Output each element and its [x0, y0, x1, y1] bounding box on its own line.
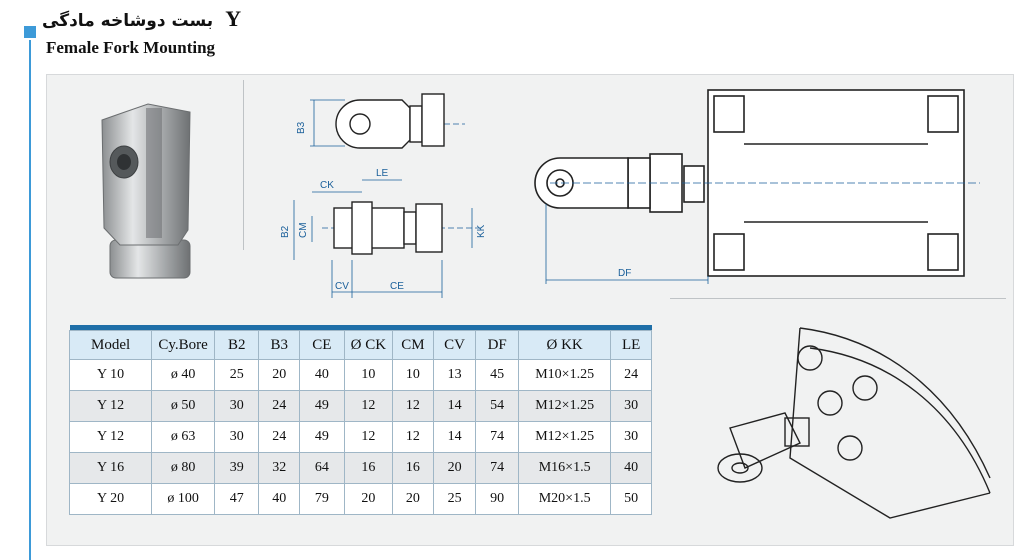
cell-bore: ø 50 — [151, 390, 215, 422]
cell-bore: ø 63 — [151, 421, 215, 453]
table-header-row: Model Cy.Bore B2 B3 CE Ø CK CM CV DF Ø K… — [68, 330, 652, 360]
cell-df: 54 — [475, 390, 519, 422]
cell-cv: 14 — [432, 390, 477, 422]
cell-ck: 12 — [343, 421, 394, 453]
col-header-b2: B2 — [213, 330, 260, 360]
cell-cv: 14 — [432, 421, 477, 453]
cell-b2: 30 — [213, 421, 260, 453]
title-persian: بست دوشاخه مادگی — [42, 11, 214, 31]
cell-b2: 25 — [213, 359, 260, 391]
cell-b3: 40 — [258, 483, 301, 515]
col-header-df: DF — [475, 330, 519, 360]
table-row: Y 16 ø 80 39 32 64 16 16 20 74 M16×1.5 4… — [68, 452, 652, 484]
dim-label-b2: B2 — [280, 225, 291, 238]
table-header-bar — [69, 325, 652, 331]
dim-label-df: DF — [618, 268, 631, 279]
col-header-bore: Cy.Bore — [151, 330, 215, 360]
cell-le: 50 — [610, 483, 652, 515]
cell-b2: 30 — [213, 390, 260, 422]
cell-b3: 20 — [258, 359, 301, 391]
drawing-cylinder-assembly: DF — [534, 89, 980, 284]
cell-df: 74 — [475, 452, 519, 484]
cell-ck: 16 — [343, 452, 394, 484]
cell-ce: 49 — [299, 421, 345, 453]
page-subtitle: Female Fork Mounting — [46, 38, 216, 57]
cell-b2: 39 — [213, 452, 260, 484]
col-header-le: LE — [610, 330, 652, 360]
cell-cm: 12 — [392, 421, 434, 453]
cell-le: 40 — [610, 452, 652, 484]
col-header-kk: Ø KK — [517, 330, 612, 360]
cell-cm: 12 — [392, 390, 434, 422]
cell-cv: 25 — [432, 483, 477, 515]
cell-kk: M10×1.25 — [517, 359, 612, 391]
cell-b3: 24 — [258, 390, 301, 422]
cell-df: 90 — [475, 483, 519, 515]
dim-label-ce: CE — [390, 281, 404, 292]
cell-ce: 40 — [299, 359, 345, 391]
isometric-sketch — [717, 327, 991, 519]
cell-le: 30 — [610, 421, 652, 453]
cell-model: Y 20 — [68, 483, 153, 515]
cell-le: 24 — [610, 359, 652, 391]
table-row: Y 12 ø 63 30 24 49 12 12 14 74 M12×1.25 … — [68, 421, 652, 453]
dim-label-le: LE — [376, 168, 389, 179]
cell-model: Y 12 — [68, 390, 153, 422]
panel-divider-horizontal — [670, 298, 1006, 299]
cell-le: 30 — [610, 390, 652, 422]
col-header-cm: CM — [392, 330, 434, 360]
col-header-ck: Ø CK — [343, 330, 394, 360]
cell-ck: 12 — [343, 390, 394, 422]
dim-label-cv: CV — [335, 281, 349, 292]
product-photo — [101, 103, 191, 279]
cell-kk: M12×1.25 — [517, 421, 612, 453]
cell-ck: 20 — [343, 483, 394, 515]
col-header-ce: CE — [299, 330, 345, 360]
cell-b3: 32 — [258, 452, 301, 484]
cell-model: Y 12 — [68, 421, 153, 453]
cell-ce: 64 — [299, 452, 345, 484]
cell-ce: 79 — [299, 483, 345, 515]
cell-model: Y 10 — [68, 359, 153, 391]
cell-kk: M20×1.5 — [517, 483, 612, 515]
dim-label-b3: B3 — [296, 121, 307, 134]
accent-square — [24, 26, 36, 38]
cell-ce: 49 — [299, 390, 345, 422]
model-code: Y — [225, 6, 242, 31]
col-header-cv: CV — [432, 330, 477, 360]
cell-kk: M16×1.5 — [517, 452, 612, 484]
table-row: Y 20 ø 100 47 40 79 20 20 25 90 M20×1.5 … — [68, 483, 652, 515]
dim-label-kk: KK — [476, 224, 487, 238]
accent-line — [29, 40, 31, 560]
dim-label-cm: CM — [298, 222, 309, 238]
cell-bore: ø 100 — [151, 483, 215, 515]
cell-bore: ø 40 — [151, 359, 215, 391]
panel-divider-vertical — [243, 80, 244, 250]
col-header-model: Model — [68, 330, 153, 360]
cell-kk: M12×1.25 — [517, 390, 612, 422]
spec-table: Model Cy.Bore B2 B3 CE Ø CK CM CV DF Ø K… — [68, 325, 652, 515]
dim-label-ck: CK — [320, 180, 334, 191]
title-row: بست دوشاخه مادگی Y — [42, 6, 241, 32]
cell-df: 45 — [475, 359, 519, 391]
cell-cm: 10 — [392, 359, 434, 391]
col-header-b3: B3 — [258, 330, 301, 360]
cell-bore: ø 80 — [151, 452, 215, 484]
cell-model: Y 16 — [68, 452, 153, 484]
cell-df: 74 — [475, 421, 519, 453]
cell-cm: 16 — [392, 452, 434, 484]
table-row: Y 10 ø 40 25 20 40 10 10 13 45 M10×1.25 … — [68, 359, 652, 391]
drawing-top-view: B3 — [296, 93, 465, 149]
cell-b2: 47 — [213, 483, 260, 515]
cell-cm: 20 — [392, 483, 434, 515]
drawing-side-view: CK LE B2 CM KK CV CE — [280, 168, 487, 298]
table-row: Y 12 ø 50 30 24 49 12 12 14 54 M12×1.25 … — [68, 390, 652, 422]
cell-ck: 10 — [343, 359, 394, 391]
cell-cv: 20 — [432, 452, 477, 484]
cell-b3: 24 — [258, 421, 301, 453]
cell-cv: 13 — [432, 359, 477, 391]
